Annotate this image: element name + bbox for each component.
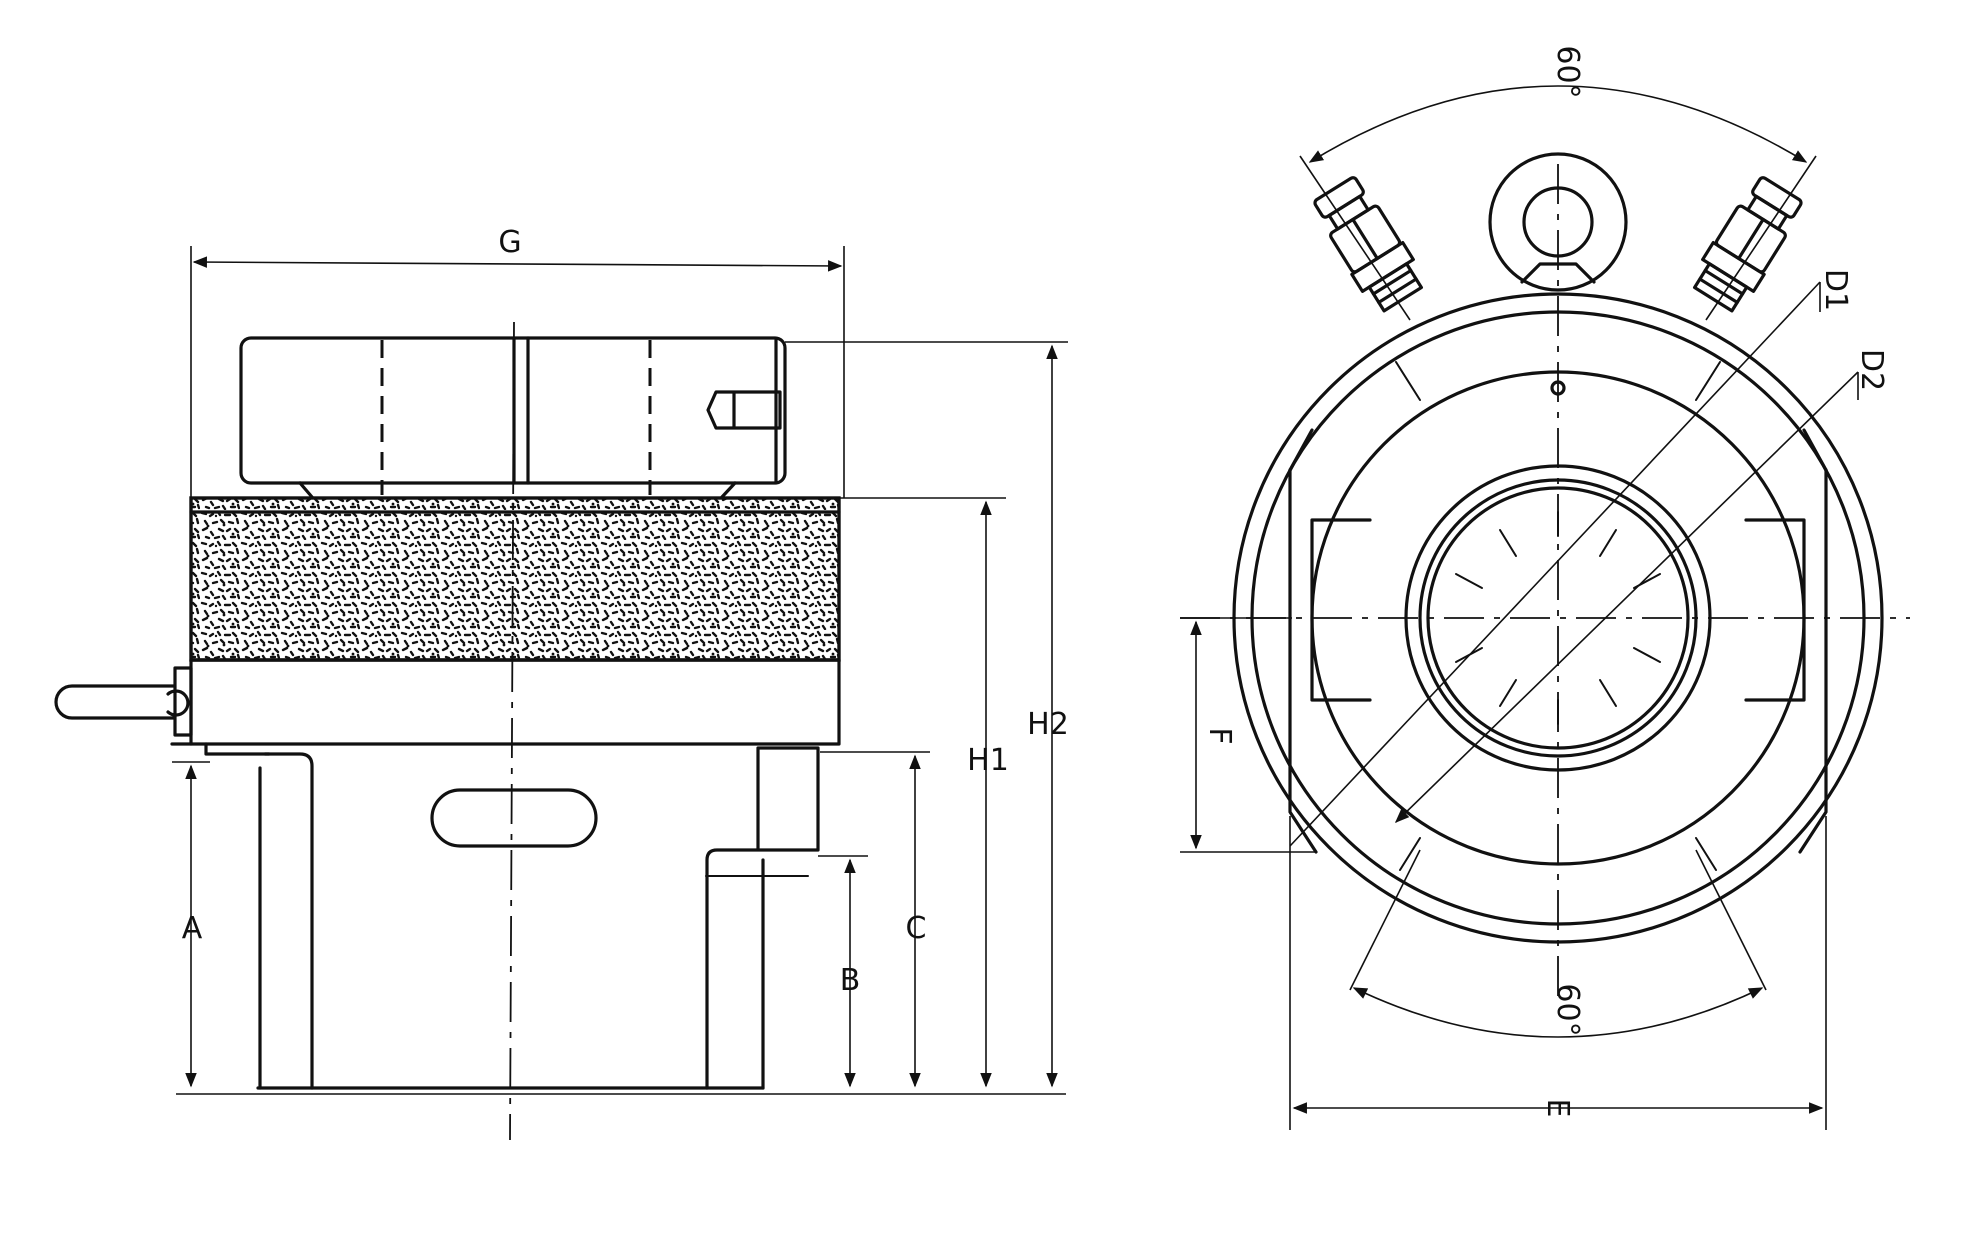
label-H2: H2 — [1027, 707, 1069, 742]
outer-flat-left — [1288, 468, 1318, 854]
side-handle — [54, 666, 193, 737]
base-body — [263, 746, 820, 1090]
label-D2: D2 — [1854, 349, 1889, 391]
coupler-left — [1313, 176, 1423, 313]
coupler-fitting — [706, 390, 782, 430]
label-G: G — [498, 225, 521, 260]
front-view: 60° 60° D1 D2 F E — [1180, 45, 1910, 1130]
label-angle-bottom: 60° — [1550, 983, 1585, 1036]
side-view: G H2 H1 C B A — [54, 225, 1069, 1141]
label-F: F — [1202, 727, 1237, 744]
speckled-band — [189, 496, 841, 662]
label-B: B — [840, 963, 861, 998]
label-A: A — [182, 911, 203, 946]
outer-flat-right — [1798, 468, 1828, 854]
label-D1: D1 — [1818, 269, 1853, 311]
base-slot — [430, 788, 598, 848]
coupler-right — [1693, 176, 1803, 313]
label-C: C — [906, 911, 927, 946]
label-H1: H1 — [967, 743, 1009, 778]
label-E: E — [1540, 1099, 1575, 1118]
label-angle-top: 60° — [1550, 45, 1585, 98]
cylinder-housing — [189, 658, 841, 746]
